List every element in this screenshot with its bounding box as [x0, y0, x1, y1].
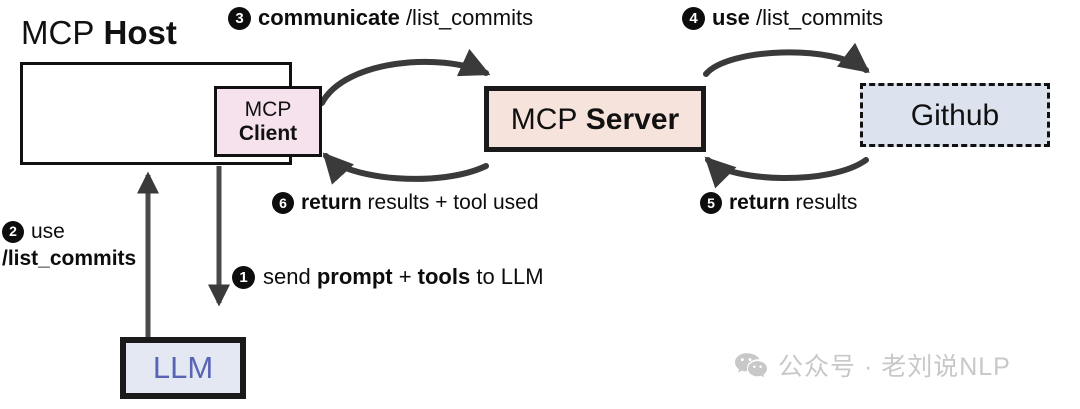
host-title-regular: MCP: [21, 14, 95, 51]
arrow-server-to-client: [322, 152, 489, 185]
wechat-icon: [734, 352, 768, 379]
step-2-text-line2: /list_commits: [2, 246, 137, 270]
mcp-server-box: MCP Server: [484, 86, 706, 152]
step-4-text-bold: use: [712, 5, 750, 30]
host-title-bold: Host: [103, 14, 177, 51]
step-2-label: 2 use /list_commits: [2, 219, 136, 273]
mcp-server-label-bold: Server: [585, 102, 680, 136]
mcp-server-label: MCP Server: [511, 103, 679, 136]
step-1-part-4: tools: [417, 264, 471, 289]
arrow-client-to-server: [319, 48, 491, 106]
step-4-text: use /list_commits: [712, 5, 883, 31]
step-5-text-bold: return: [729, 191, 790, 214]
step-4-number: 4: [682, 6, 705, 30]
step-3-text-bold: communicate: [258, 5, 400, 30]
llm-box: LLM: [120, 337, 246, 399]
step-6-text: return results + tool used: [301, 191, 539, 215]
mcp-client-box: MCP Client: [214, 86, 322, 157]
step-2-number: 2: [2, 221, 24, 244]
llm-label: LLM: [152, 349, 214, 385]
step-4-text-rest: /list_commits: [749, 5, 884, 30]
watermark-text: 公众号 · 老刘说NLP: [778, 353, 1011, 381]
step-5-label: 5 return results: [700, 191, 857, 215]
step-1-part-3: +: [392, 264, 418, 289]
step-4-label: 4 use /list_commits: [682, 5, 883, 31]
step-5-number: 5: [700, 192, 722, 214]
step-1-label: 1 send prompt + tools to LLM: [232, 264, 544, 290]
step-2-text-line1: use: [31, 220, 65, 243]
step-6-text-rest: results + tool used: [361, 191, 539, 214]
mcp-client-label-line2: Client: [238, 121, 298, 145]
step-6-label: 6 return results + tool used: [272, 191, 539, 215]
step-1-part-2: prompt: [316, 264, 393, 289]
github-box: Github: [860, 83, 1050, 147]
step-3-number: 3: [228, 6, 251, 30]
arrow-server-to-github: [703, 42, 870, 77]
mcp-client-label-line1: MCP: [244, 97, 292, 121]
step-1-part-5: to LLM: [470, 264, 544, 289]
step-6-text-bold: return: [301, 191, 362, 214]
step-1-part-1: send: [263, 264, 317, 289]
step-3-label: 3 communicate /list_commits: [228, 5, 533, 31]
host-title: MCP Host: [21, 14, 177, 52]
step-5-text: return results: [729, 191, 857, 215]
github-label: Github: [910, 98, 1000, 132]
step-3-text-rest: /list_commits: [399, 5, 534, 30]
step-1-number: 1: [232, 265, 255, 289]
step-6-number: 6: [272, 192, 294, 214]
mcp-server-label-regular: MCP: [510, 102, 578, 136]
step-2-row1: 2 use: [2, 219, 136, 246]
step-5-text-rest: results: [789, 191, 858, 214]
step-3-text: communicate /list_commits: [258, 5, 533, 31]
step-1-text: send prompt + tools to LLM: [263, 264, 544, 290]
watermark: 公众号 · 老刘说NLP: [734, 347, 1011, 383]
arrow-github-to-server: [704, 156, 869, 189]
